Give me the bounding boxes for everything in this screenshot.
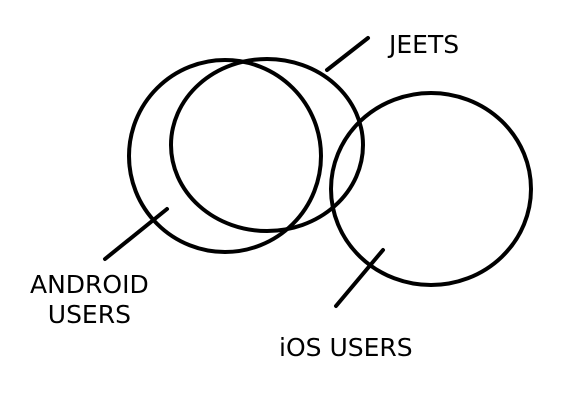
- ios-users-circle: [329, 91, 533, 287]
- jeets-pointer-line: [325, 36, 370, 72]
- jeets-label: JEETS: [389, 30, 459, 60]
- ios-label-text: iOS USERS: [279, 333, 413, 362]
- android-label-line-1: ANDROID: [30, 270, 149, 299]
- android-users-circle: [127, 58, 323, 254]
- ios-users-label: iOS USERS: [279, 333, 413, 363]
- jeets-label-text: JEETS: [389, 30, 460, 59]
- android-users-label: ANDROID USERS: [30, 270, 149, 330]
- jeets-circle: [169, 57, 365, 233]
- android-label-line-2: USERS: [47, 300, 131, 329]
- android-pointer-line: [103, 207, 169, 261]
- ios-pointer-line: [334, 248, 385, 308]
